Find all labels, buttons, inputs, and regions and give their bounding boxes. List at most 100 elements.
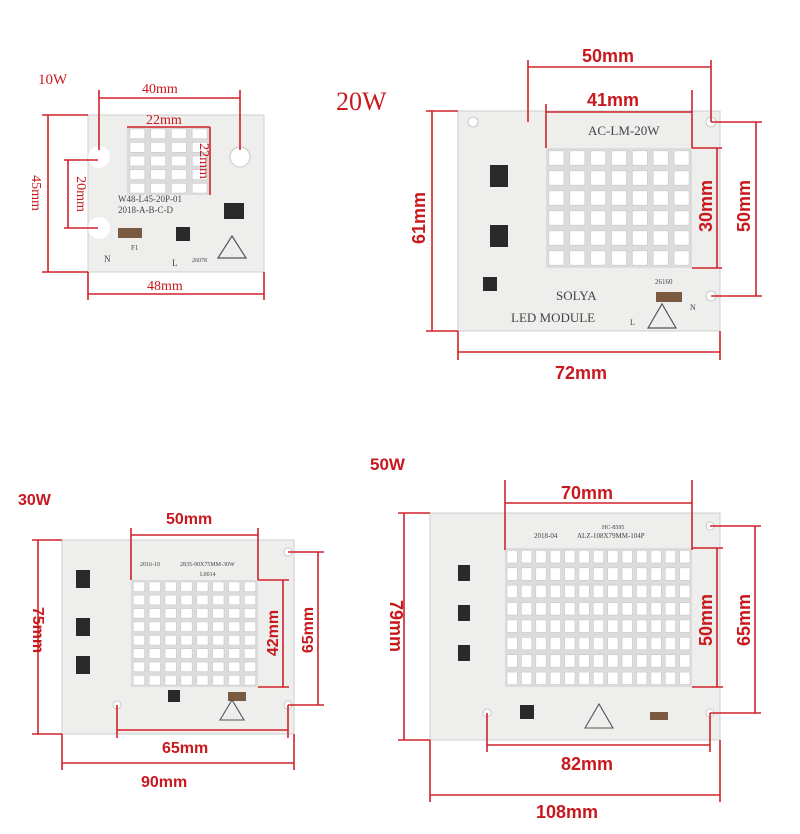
dim-50w-board-w: 108mm [536,802,598,822]
led-chip [578,567,590,581]
led-chip [673,230,690,246]
led-chip [607,567,619,581]
module-20w-ic [490,225,508,247]
led-chip [592,550,604,564]
led-chip [590,250,606,266]
led-chip [607,619,619,633]
led-chip [244,648,257,659]
led-chip [212,621,225,632]
dim-30w-holes-w: 65mm [162,740,208,757]
led-chip [506,654,518,668]
led-chip [611,150,627,166]
led-chip [150,128,166,139]
led-chip [592,619,604,633]
module-10w: 10W W48-L45-20P-01 2018-A-B-C-D F1 N L 2… [28,72,265,300]
led-chip [578,584,590,599]
led-chip [196,621,209,632]
led-chip [564,636,576,651]
led-chip [196,608,209,619]
dim-20w-holes-h: 50mm [734,180,754,232]
module-20w-title: 20W [336,87,387,116]
led-chip [564,619,576,633]
led-chip [132,675,145,686]
led-chip [506,636,518,651]
led-chip [132,594,145,606]
module-10w-resistor [118,228,142,238]
module-50w-resistor [650,712,668,720]
led-chip [578,550,590,564]
module-50w-pcb-date: 2018-04 [534,532,558,540]
led-chip [196,661,209,672]
led-chip [650,584,662,599]
led-chip [621,654,633,668]
module-20w-hole [467,116,479,128]
led-chip [132,661,145,672]
led-chip [652,230,669,246]
module-10w-notch-top [88,146,110,168]
led-chip [535,619,547,633]
led-chip [636,550,648,564]
led-chip [611,210,627,226]
led-chip [548,190,565,206]
led-chip [228,661,241,672]
module-10w-pcb-line2: 2018-A-B-C-D [118,205,173,215]
led-chip [636,619,648,633]
led-chip [673,170,690,186]
led-chip [212,581,225,592]
led-chip [664,671,676,685]
led-chip [631,210,648,226]
led-chip [590,190,606,206]
led-chip [548,170,565,186]
dim-10w-leds-w: 22mm [146,113,182,128]
led-chip [679,584,691,599]
led-chip [228,675,241,686]
module-10w-led-grid [127,127,210,195]
led-chip [578,619,590,633]
dim-50w-holes-w: 82mm [561,754,613,774]
led-chip [631,170,648,186]
module-50w-transistor [520,705,534,719]
led-chip [164,621,177,632]
led-chip [212,661,225,672]
led-chip [521,619,533,633]
led-chip [129,155,146,167]
led-chip [631,230,648,246]
led-chip [171,128,187,139]
led-chip [652,190,669,206]
led-chip [521,636,533,651]
led-chip [592,671,604,685]
led-chip [228,621,241,632]
led-chip [607,584,619,599]
led-chip [621,550,633,564]
led-chip [129,128,146,139]
led-chip [607,550,619,564]
module-10w-pcb-line1: W48-L45-20P-01 [118,194,182,204]
module-30w-title: 30W [18,492,52,509]
led-chip [564,584,576,599]
led-chip [549,636,561,651]
led-chip [150,142,166,153]
led-chip [148,648,161,659]
led-chip [196,635,209,646]
led-chip [171,183,187,194]
module-10w-pcb-l: L [172,258,178,268]
led-chip [664,636,676,651]
led-chip [664,654,676,668]
led-chip [150,183,166,194]
led-chip [650,602,662,616]
led-chip [611,170,627,186]
led-chip [548,210,565,226]
led-chip [549,602,561,616]
led-chip [132,608,145,619]
led-chip [673,250,690,266]
module-20w-transistor [483,277,497,291]
module-30w-ic [76,618,90,636]
led-chip [180,661,193,672]
led-chip [521,584,533,599]
led-chip [590,150,606,166]
module-50w-pcb-code: HC-8595 [602,525,624,531]
module-10w-transistor [176,227,190,241]
led-chip [521,602,533,616]
module-20w-pcb-n: N [690,303,696,312]
led-chip [191,169,208,180]
